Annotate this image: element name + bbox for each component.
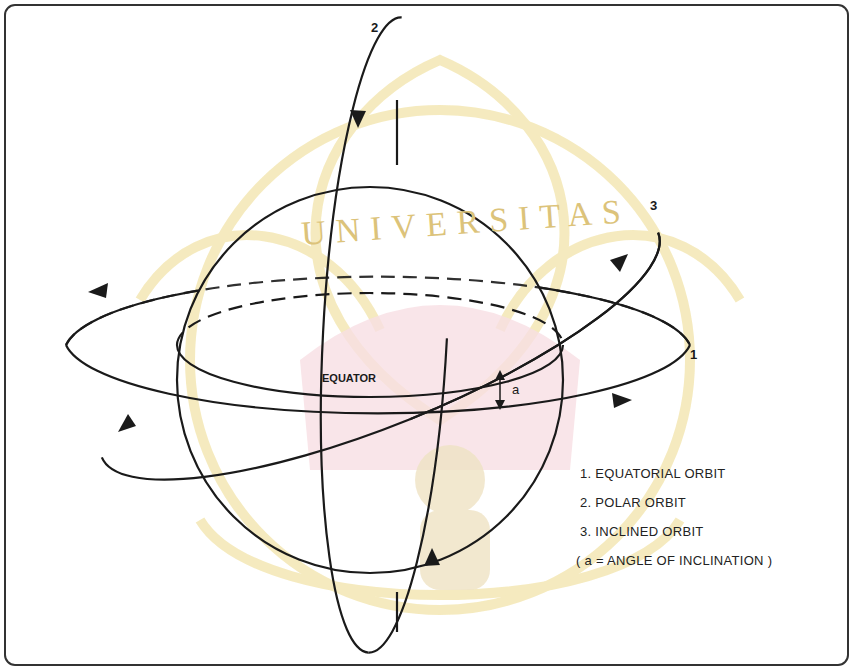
callout-number: 3 [650,198,657,213]
equator-front [177,345,563,397]
legend-text: 3. INCLINED ORBIT [580,524,704,539]
callout-number: 2 [371,20,378,35]
inclined-orbit-front [102,233,688,532]
callout-number: 1 [690,347,697,362]
legend-text: 1. EQUATORIAL ORBIT [580,466,726,481]
watermark-logo [140,60,740,610]
frame [5,5,848,665]
direction-arrows [88,110,632,566]
equator-back [177,293,563,345]
equatorial-orbit-front [66,345,690,413]
legend-text: 2. POLAR ORBIT [580,495,686,510]
legend-text: ( a = ANGLE OF INCLINATION ) [576,553,772,568]
polar-orbit-front [306,14,401,652]
polar-axis [396,592,398,632]
equatorial-orbit-back [66,277,690,345]
angle-label: a [512,382,519,397]
equatorial-orbit-back-dashed [66,277,690,345]
equator-label: EQUATOR [322,372,376,384]
polar-orbit-back [306,14,463,656]
polar-axis [396,100,398,165]
